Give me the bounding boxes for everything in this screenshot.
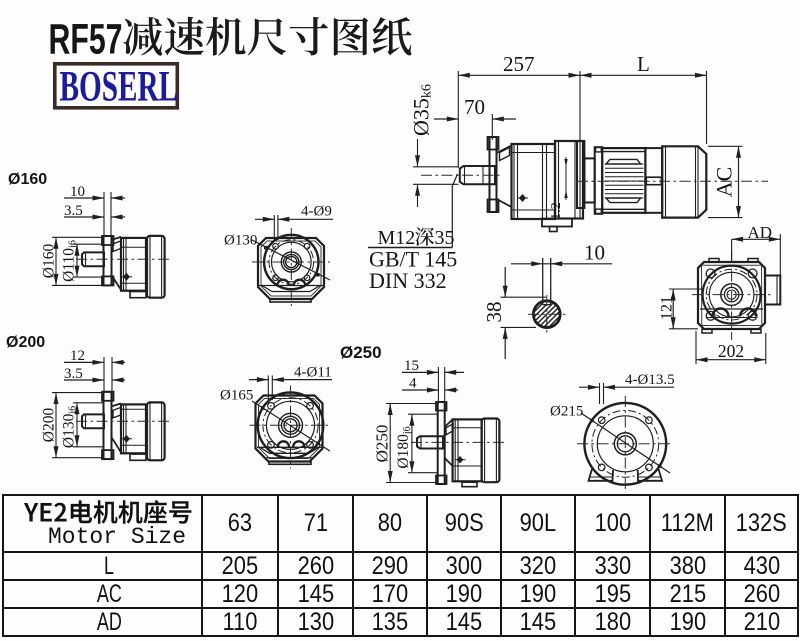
svg-text:Ø215: Ø215: [550, 404, 583, 420]
svg-text:Ø250: Ø250: [373, 425, 392, 463]
svg-text:121: 121: [659, 296, 676, 320]
svg-text:1.2: 1.2: [549, 202, 564, 220]
svg-text:10: 10: [584, 241, 605, 265]
svg-text:70: 70: [464, 95, 485, 119]
svg-text:3.5: 3.5: [64, 366, 83, 382]
svg-text:Ø110j6: Ø110j6: [61, 240, 79, 282]
svg-text:M12: M12: [378, 227, 416, 249]
svg-text:10: 10: [70, 184, 85, 200]
svg-text:BOSERL: BOSERL: [60, 62, 179, 110]
svg-text:Ø200: Ø200: [41, 408, 58, 443]
svg-text:15: 15: [404, 358, 419, 374]
svg-text:257: 257: [503, 52, 535, 76]
svg-text:Ø180j6: Ø180j6: [395, 426, 413, 468]
svg-text:4-Ø9: 4-Ø9: [301, 204, 332, 220]
svg-text:38: 38: [482, 302, 506, 323]
svg-text:3.5: 3.5: [64, 203, 83, 219]
svg-text:12: 12: [70, 348, 85, 364]
svg-text:GB/T 145: GB/T 145: [369, 247, 457, 272]
svg-text:RF57: RF57: [49, 16, 123, 64]
svg-text:Ø160: Ø160: [8, 171, 47, 188]
svg-text:Ø250: Ø250: [340, 343, 382, 362]
svg-text:L: L: [637, 52, 650, 76]
svg-text:AC: AC: [712, 167, 737, 198]
svg-text:Ø160: Ø160: [41, 244, 58, 279]
svg-text:4: 4: [409, 376, 417, 392]
svg-text:4-Ø11: 4-Ø11: [294, 365, 332, 381]
svg-text:Motor Size: Motor Size: [48, 524, 186, 550]
svg-text:Ø200: Ø200: [6, 334, 45, 351]
svg-text:DIN 332: DIN 332: [369, 268, 447, 293]
svg-text:AD: AD: [748, 223, 773, 242]
svg-text:4-Ø13.5: 4-Ø13.5: [625, 372, 675, 388]
svg-text:Ø35k6: Ø35k6: [409, 84, 435, 136]
svg-text:35: 35: [435, 227, 455, 249]
svg-text:202: 202: [718, 341, 744, 361]
svg-text:Ø130j6: Ø130j6: [61, 406, 79, 448]
svg-text:Ø165: Ø165: [220, 388, 253, 404]
svg-text:Ø130: Ø130: [224, 233, 257, 249]
